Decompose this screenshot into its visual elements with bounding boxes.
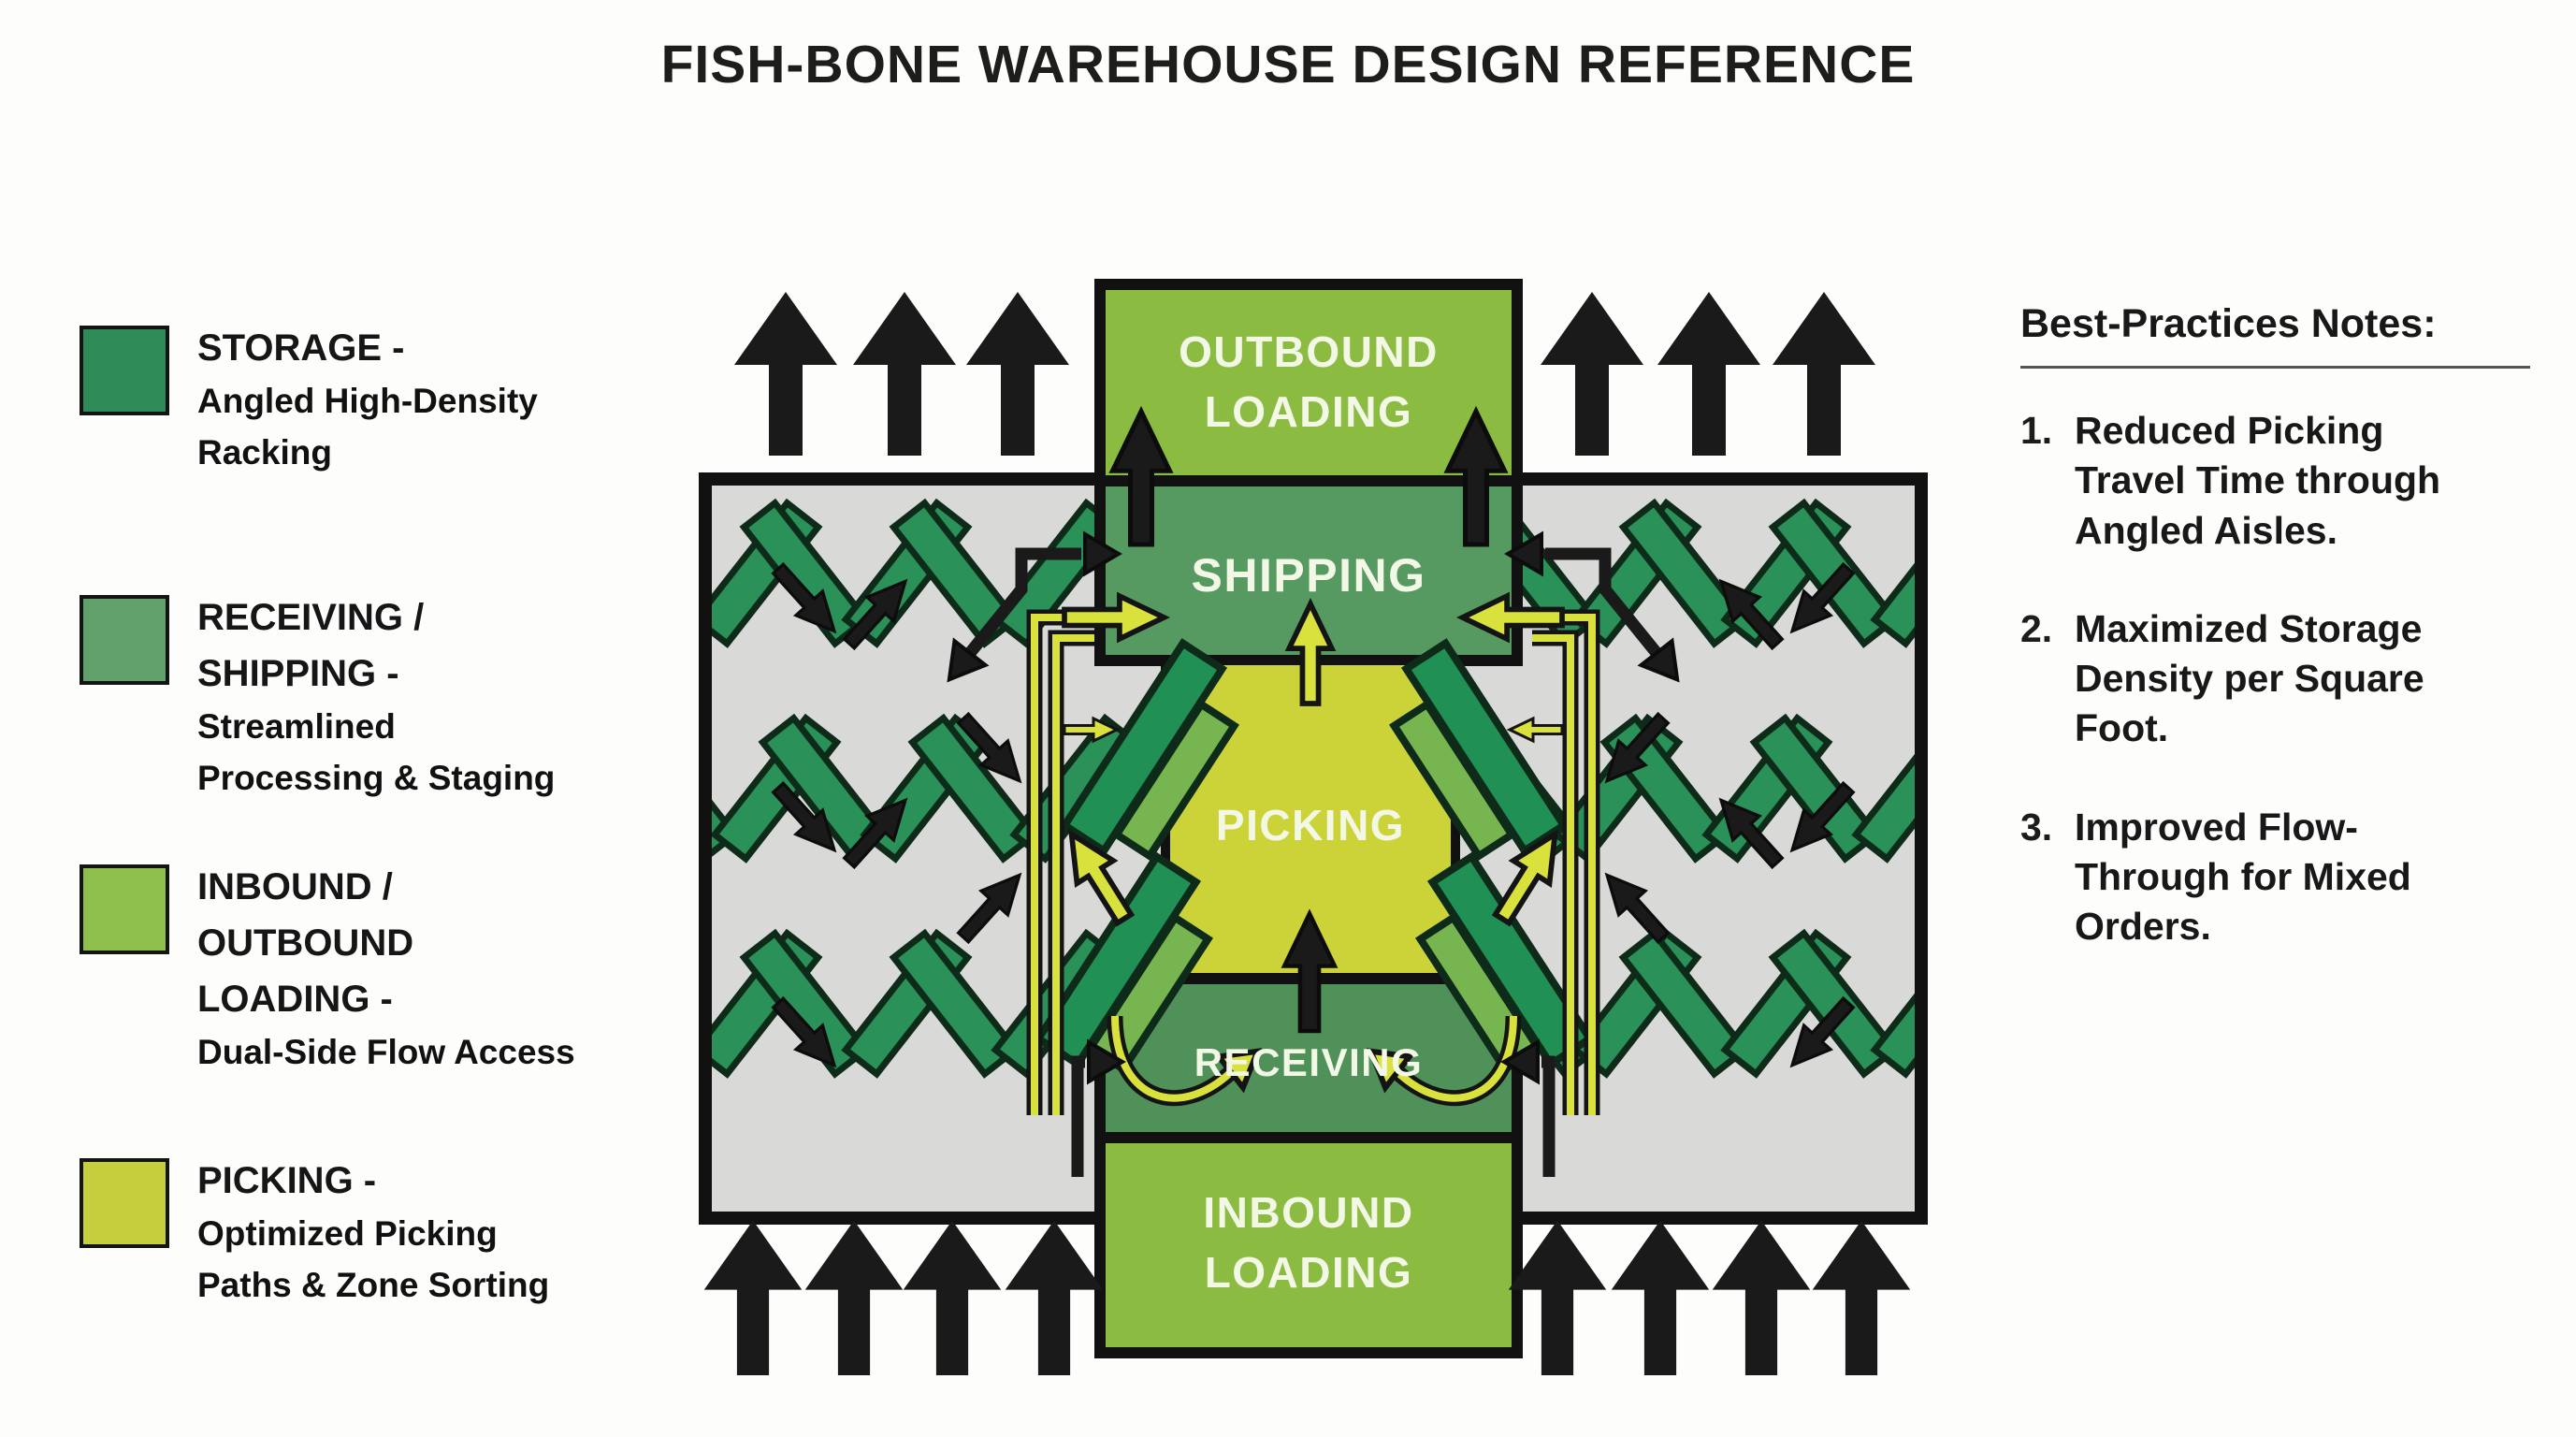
- note-item-1: 1. Reduced Picking Travel Time through A…: [2020, 406, 2544, 556]
- inbound-loading-zone: [1094, 1132, 1523, 1358]
- note-item-2: 2. Maximized Storage Density per Square …: [2020, 604, 2544, 754]
- legend-description: Streamlined Processing & Staging: [197, 707, 556, 797]
- note-number: 1.: [2020, 409, 2053, 452]
- zone-transfer-arrows: [932, 412, 1695, 1177]
- storage-swatch: [80, 326, 169, 415]
- legend-title: STORAGE -: [197, 327, 405, 369]
- legend-title: RECEIVING / SHIPPING -: [197, 597, 425, 694]
- inbound-loading-label: INBOUND: [1203, 1188, 1413, 1237]
- legend-title: INBOUND / OUTBOUND LOADING -: [197, 866, 414, 1020]
- legend-item-inbound-outbound: INBOUND / OUTBOUND LOADING - Dual-Side F…: [80, 859, 575, 1079]
- receiving-label: RECEIVING: [1194, 1040, 1424, 1084]
- inbound-outbound-swatch: [80, 864, 169, 954]
- outbound-loading-label: OUTBOUND: [1179, 327, 1439, 376]
- receiving-shipping-swatch: [80, 595, 169, 685]
- inbound-loading-label2: LOADING: [1205, 1248, 1413, 1297]
- best-practices-heading: Best-Practices Notes:: [2020, 301, 2437, 346]
- best-practices-panel: Best-Practices Notes: 1. Reduced Picking…: [2020, 301, 2544, 1001]
- picking-swatch: [80, 1158, 169, 1248]
- shipping-label: SHIPPING: [1192, 549, 1426, 602]
- outbound-loading-label2: LOADING: [1205, 387, 1413, 436]
- legend-item-picking: PICKING - Optimized Picking Paths & Zone…: [80, 1153, 590, 1312]
- note-number: 2.: [2020, 606, 2053, 650]
- picking-label: PICKING: [1216, 801, 1405, 849]
- note-item-3: 3. Improved Flow-Through for Mixed Order…: [2020, 803, 2544, 952]
- warehouse-diagram: OUTBOUND LOADING SHIPPING PICKING RECEIV…: [699, 279, 1928, 1375]
- notes-divider: [2020, 366, 2530, 369]
- legend-description: Optimized Picking Paths & Zone Sorting: [197, 1214, 550, 1304]
- note-text: Maximized Storage Density per Square Foo…: [2075, 606, 2424, 750]
- legend-title: PICKING -: [197, 1160, 377, 1201]
- note-text: Reduced Picking Travel Time through Angl…: [2075, 409, 2441, 552]
- legend-item-storage: STORAGE - Angled High-Density Racking: [80, 320, 590, 479]
- legend-description: Dual-Side Flow Access: [197, 1033, 575, 1071]
- page-title: FISH-BONE WAREHOUSE DESIGN REFERENCE: [660, 35, 1916, 94]
- legend-description: Angled High-Density Racking: [197, 382, 538, 472]
- note-text: Improved Flow-Through for Mixed Orders.: [2075, 805, 2411, 949]
- picking-flow-channels: [1026, 596, 1600, 1115]
- note-number: 3.: [2020, 805, 2053, 849]
- legend-item-receiving-shipping: RECEIVING / SHIPPING - Streamlined Proce…: [80, 589, 590, 805]
